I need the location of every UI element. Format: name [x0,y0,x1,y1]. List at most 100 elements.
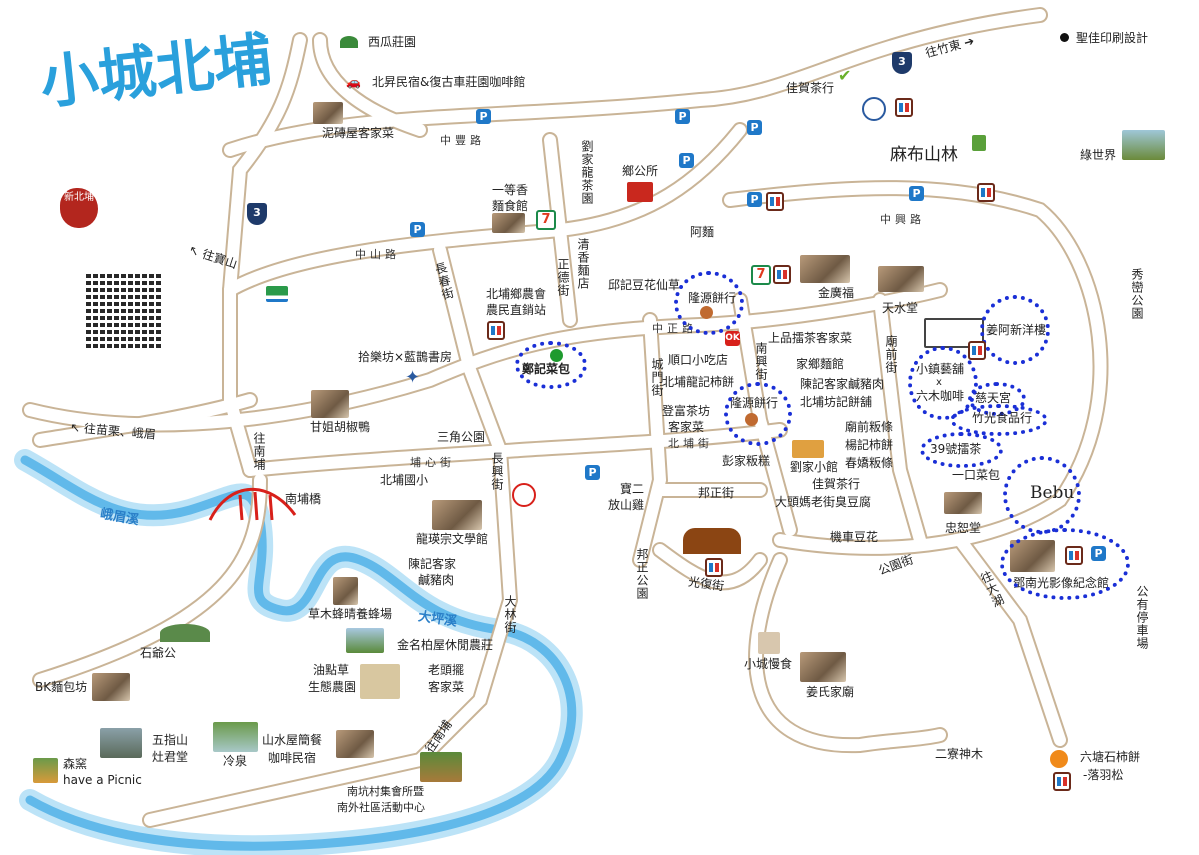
road-changxing: 長興街 [490,452,504,491]
place-longying[interactable]: 龍瑛宗文學館 [416,532,489,546]
place-nizhuan[interactable]: 泥磚屋客家菜 [322,126,395,140]
place-chenji-pork[interactable]: 陳記客家鹹豬肉 [800,377,885,391]
road-dalin: 大林街 [503,595,517,634]
place-dengfu-1[interactable]: 登富茶坊 [662,404,711,418]
place-laotou-2[interactable]: 客家菜 [428,680,465,694]
place-yideng-1[interactable]: 一等香 [492,183,529,197]
place-qingxiang[interactable]: 清香麵店 [576,238,590,290]
place-mabu[interactable]: 麻布山林 [890,145,958,165]
nanpu-bridge-arch [208,487,297,521]
place-ganjie[interactable]: 甘姐胡椒鴨 [310,420,371,434]
parking-icon: P [747,192,762,207]
place-dengfu-2[interactable]: 客家菜 [668,420,705,434]
place-liujia-tea[interactable]: 劉家龍茶園 [580,140,594,205]
place-shiye[interactable]: 石爺公 [140,646,177,660]
place-tianshui[interactable]: 天水堂 [882,301,919,315]
place-yideng-2[interactable]: 麵食館 [492,199,529,213]
place-youdian-2[interactable]: 生態農園 [308,680,357,694]
place-liujia-small[interactable]: 劉家小館 [790,460,839,474]
place-shanshui-1[interactable]: 山水屋簡餐 [262,733,323,747]
qr-code[interactable] [86,272,162,348]
place-township[interactable]: 鄉公所 [622,164,659,178]
place-fangji[interactable]: 北埔坊記餅舖 [800,395,873,409]
restroom-icon [1053,772,1071,791]
place-caomu[interactable]: 草木蜂晴養蜂場 [308,607,393,621]
place-lvshijie[interactable]: 綠世界 [1080,148,1117,162]
place-jiahe-1[interactable]: 佳賀茶行 [786,81,835,95]
highlight-xiaozhen [908,346,978,420]
restroom-icon [487,321,505,340]
place-wuzhi-1[interactable]: 五指山 [152,733,189,747]
youdian-photo [360,664,400,699]
place-amian[interactable]: 阿麵 [690,225,715,239]
place-erliao[interactable]: 二寮神木 [935,747,984,761]
place-farmers-2[interactable]: 農民直銷站 [486,303,547,317]
place-youdian-1[interactable]: 油點草 [313,663,350,677]
place-shile[interactable]: 拾樂坊×藍鵲書房 [358,350,453,364]
place-xigua[interactable]: 西瓜莊園 [368,35,417,49]
place-jiche[interactable]: 機車豆花 [830,530,879,544]
place-nanpu-bridge[interactable]: 南埔橋 [285,492,322,506]
place-pengjia[interactable]: 彭家粄糕 [722,454,771,468]
road-chengmen: 城門街 [650,358,664,397]
place-jiaxiang[interactable]: 家鄉麵館 [796,357,845,371]
road-bangzheng: 邦正街 [698,486,735,500]
jinguangfu-photo [800,255,850,283]
place-xiaocheng[interactable]: 小城慢食 [744,657,793,671]
parking-icon: P [909,186,924,201]
place-jiahe-2[interactable]: 佳賀茶行 [812,477,861,491]
highlight-zhengji [515,341,587,389]
bullet-icon [1060,33,1069,42]
place-chenji2-1[interactable]: 陳記客家 [408,557,457,571]
road-zhongfeng: 中豐路 [440,134,485,147]
place-senyao-1[interactable]: 森窯 [63,757,88,771]
place-yangji[interactable]: 楊記柿餅 [845,438,894,452]
parking-icon: P [675,109,690,124]
ganjie-photo [311,390,349,418]
place-jinguangfu[interactable]: 金廣福 [818,286,855,300]
place-shunkou[interactable]: 順口小吃店 [668,353,729,367]
place-shangpin[interactable]: 上品擂茶客家菜 [768,331,853,345]
lvshijie-photo [1122,130,1165,160]
place-wuzhi-2[interactable]: 灶君堂 [152,750,189,764]
place-zhongshu[interactable]: 忠恕堂 [945,521,982,535]
place-farmers-1[interactable]: 北埔鄉農會 [486,287,547,301]
place-shengjia[interactable]: 聖佳印刷設計 [1076,31,1149,45]
place-lengquan[interactable]: 冷泉 [223,754,248,768]
place-laotou-1[interactable]: 老頭擺 [428,663,465,677]
place-senyao-2[interactable]: have a Picnic [63,773,142,787]
place-public-parking[interactable]: 公有停車場 [1135,585,1149,650]
place-nankeng-2[interactable]: 南外社區活動中心 [337,801,425,814]
watermelon-icon [340,36,358,48]
place-longji[interactable]: 北埔龍記柿餅 [662,375,735,389]
parking-icon: P [679,153,694,168]
place-datouma[interactable]: 大頭媽老街臭豆腐 [775,495,872,509]
place-bk[interactable]: BK麵包坊 [35,680,88,694]
place-jiang-temple[interactable]: 姜氏家廟 [806,685,855,699]
place-xiuluan[interactable]: 秀巒公園 [1130,268,1144,320]
place-sanjiao[interactable]: 三角公園 [437,430,486,444]
place-beisheng[interactable]: 北昇民宿&復古車莊園咖啡館 [372,75,526,89]
place-shanshui-2[interactable]: 咖啡民宿 [268,751,317,765]
parking-icon: P [410,222,425,237]
place-yikou[interactable]: 一口菜包 [952,468,1001,482]
place-chenji2-2[interactable]: 鹹豬肉 [418,573,455,587]
place-jinming[interactable]: 金名柏屋休閒農莊 [397,638,494,652]
place-liutang-1[interactable]: 六塘石柿餅 [1080,750,1141,764]
restroom-icon [766,192,784,211]
place-nankeng-1[interactable]: 南坑村集會所暨 [347,785,424,798]
place-school[interactable]: 北埔國小 [380,473,429,487]
place-liutang-2[interactable]: -落羽松 [1083,768,1124,782]
highway-3-shield: 3 [247,203,267,225]
liujia-food-photo [792,440,824,458]
bk-photo [92,673,130,701]
place-qiuji[interactable]: 邱記豆花仙草 [608,278,681,292]
nankeng-photo [420,752,462,782]
place-chunjiao[interactable]: 春嬌粄條 [845,456,894,470]
restroom-icon [968,341,986,360]
place-bangzheng-park[interactable]: 邦正公園 [635,548,649,600]
place-baoer-2[interactable]: 放山雞 [608,498,645,512]
logo-stamp: 新北埔 [60,188,98,228]
place-miaoqian-noodle[interactable]: 廟前粄條 [845,420,894,434]
place-baoer-1[interactable]: 寶二 [620,482,645,496]
